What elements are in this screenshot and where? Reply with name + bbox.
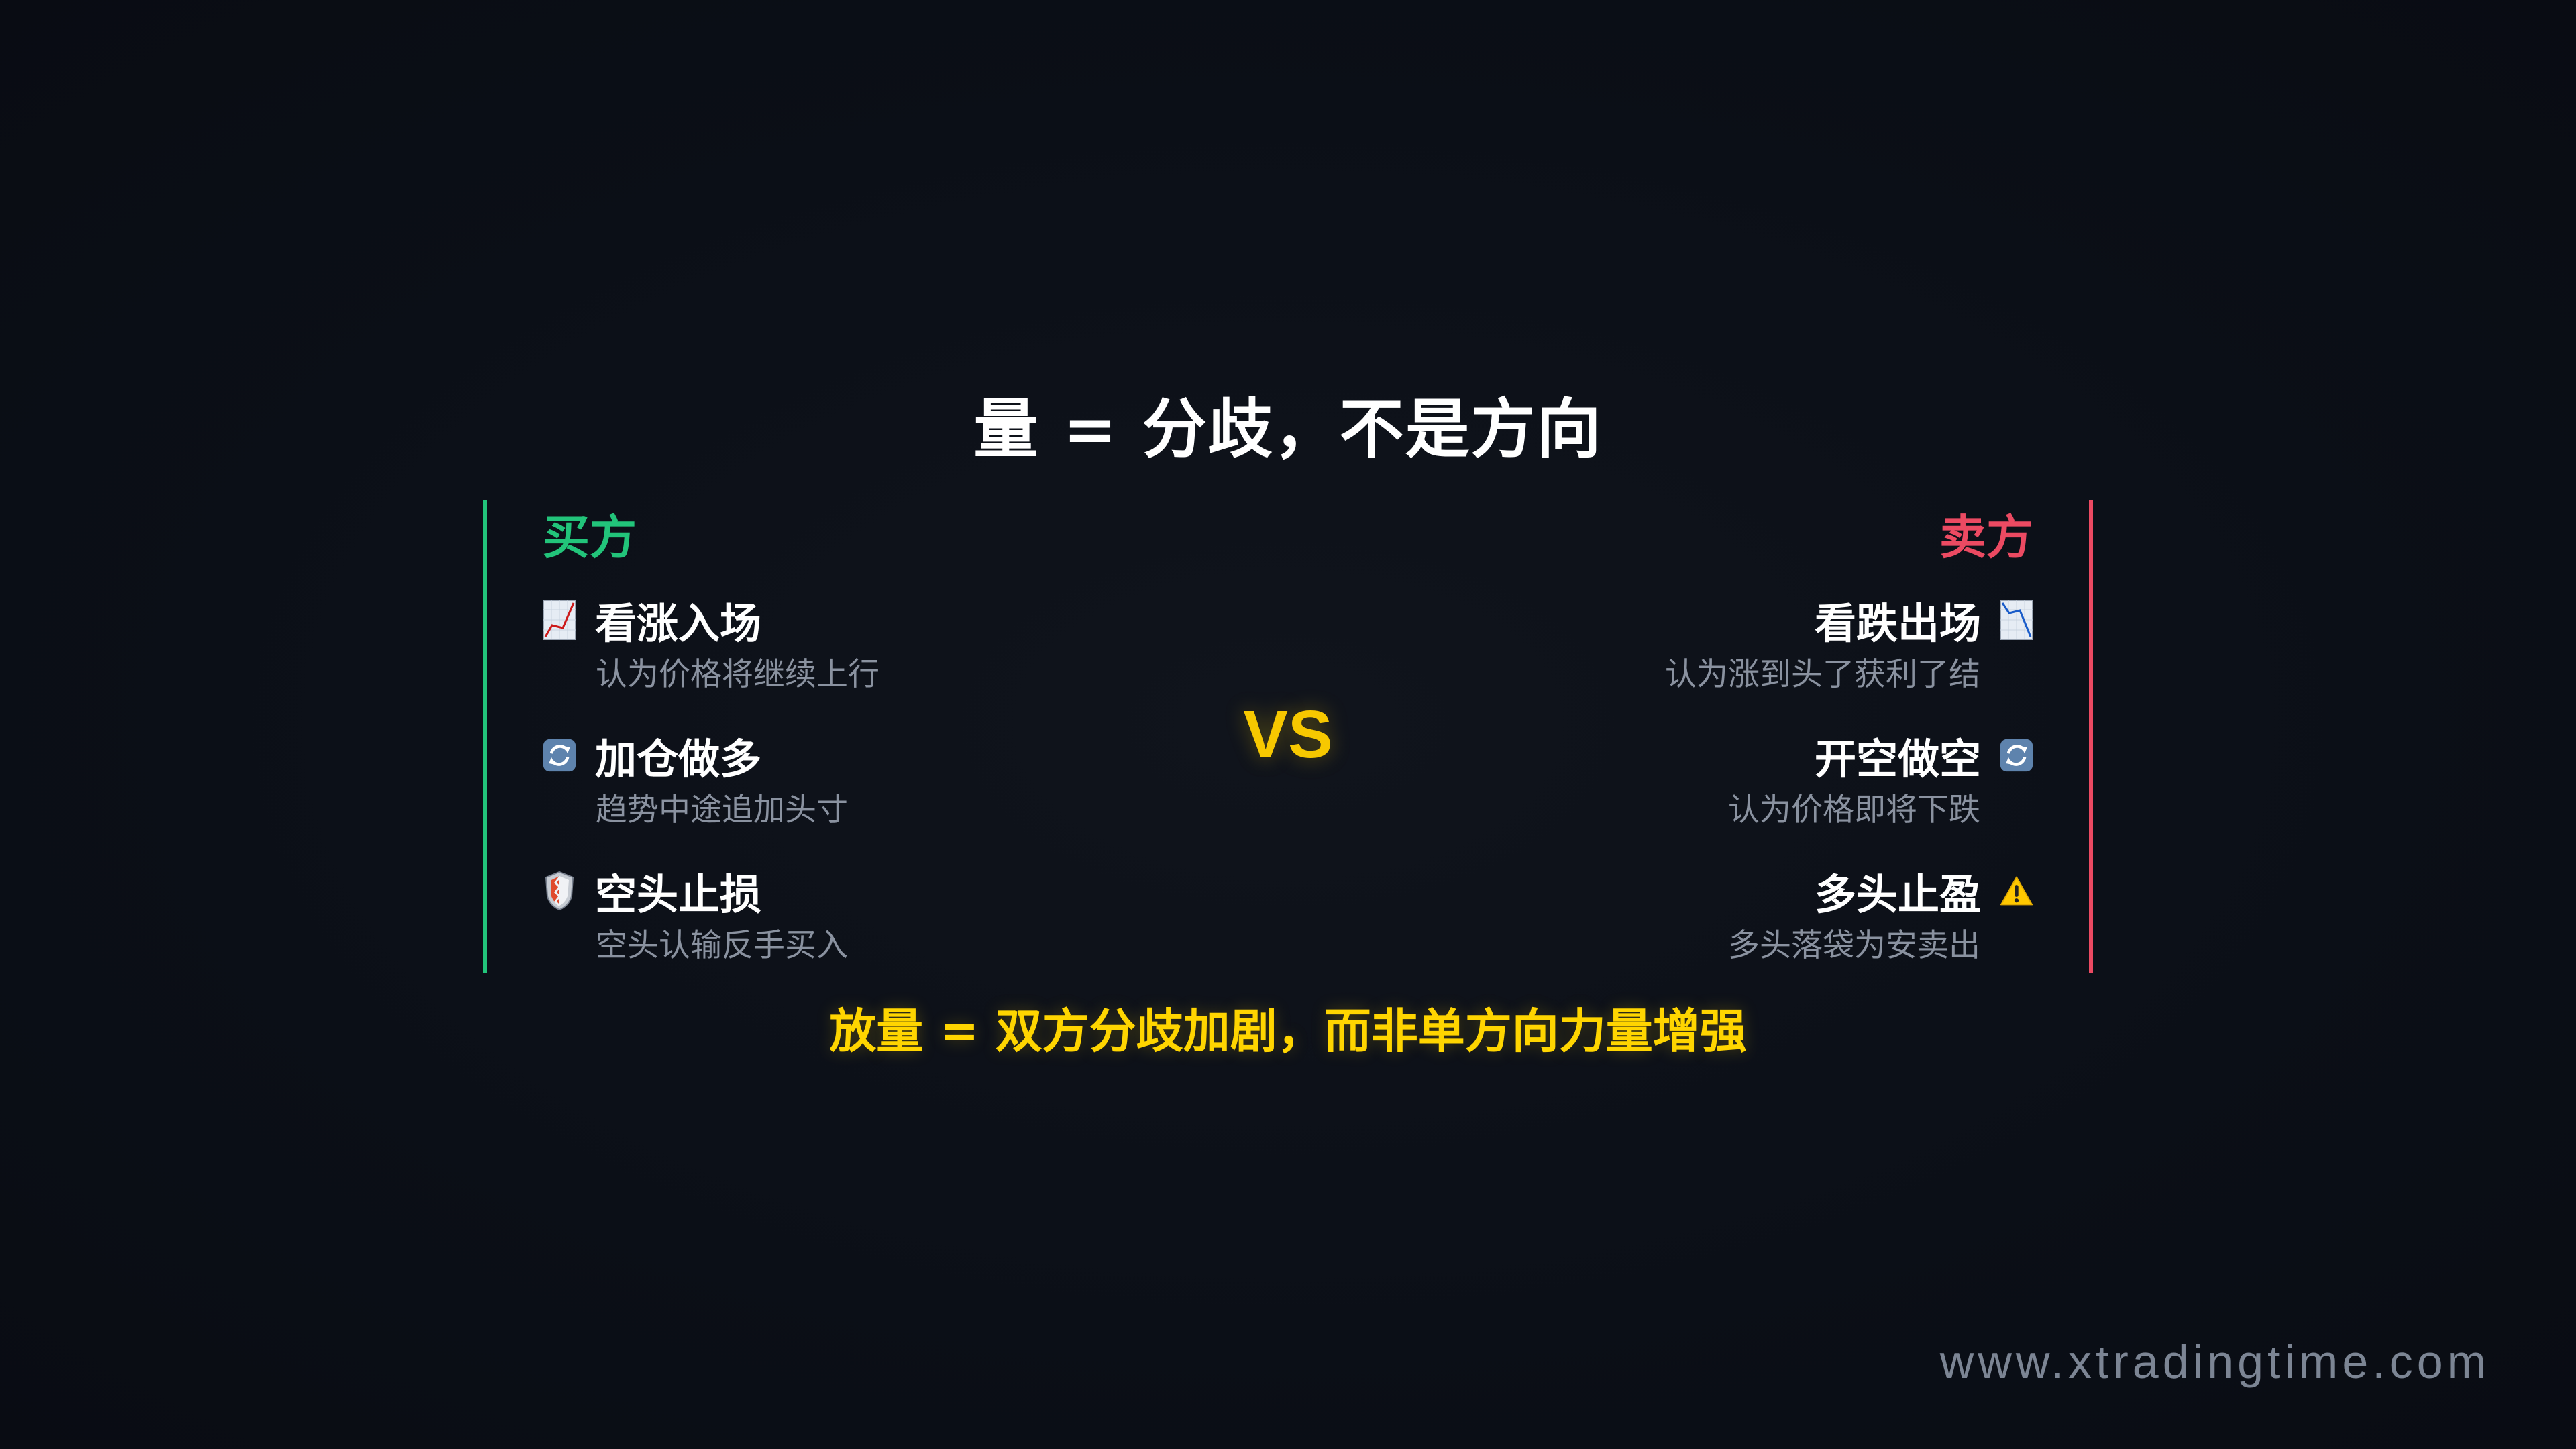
seller-item-title: 开空做空: [1814, 735, 1981, 784]
buyers-accent-line: [483, 500, 487, 973]
seller-item-desc: 认为价格即将下跌: [1728, 792, 1980, 828]
buyers-column: 买方 看涨入场 认为价格将继续上行 加仓做多 趋势中途追加头寸 空头止损 空头认…: [543, 500, 1214, 964]
buyer-item-desc: 趋势中途追加头寸: [596, 792, 848, 828]
sellers-accent-line: [2089, 500, 2093, 973]
buyer-item: 空头止损 空头认输反手买入: [543, 864, 1214, 966]
buyer-item-title: 空头止损: [595, 870, 762, 919]
buyer-item-title: 看涨入场: [595, 599, 762, 648]
refresh-arrows-icon: [2000, 735, 2033, 775]
buyer-item-desc: 认为价格将继续上行: [596, 656, 879, 693]
refresh-arrows-icon: [543, 735, 576, 775]
buyer-item: 看涨入场 认为价格将继续上行: [543, 593, 1214, 695]
seller-item: 多头止盈 多头落袋为安卖出: [1362, 864, 2033, 966]
buyer-item: 加仓做多 趋势中途追加头寸: [543, 729, 1214, 830]
buyer-item-desc: 空头认输反手买入: [596, 927, 848, 964]
seller-item-desc: 认为涨到头了获利了结: [1665, 656, 1980, 693]
sellers-column: 卖方 看跌出场 认为涨到头了获利了结 开空做空 认为价格即将下跌 多头止盈 多头…: [1362, 500, 2033, 964]
conclusion-text: 放量 = 双方分歧加剧，而非单方向力量增强: [829, 1004, 1747, 1059]
seller-item-title: 看跌出场: [1814, 599, 1981, 648]
seller-item: 看跌出场 认为涨到头了获利了结: [1362, 593, 2033, 695]
chart-decreasing-icon: [2000, 600, 2033, 640]
seller-item: 开空做空 认为价格即将下跌: [1362, 729, 2033, 830]
warning-icon: [2000, 871, 2033, 911]
page-title: 量 = 分歧，不是方向: [973, 392, 1603, 467]
buyers-heading: 买方: [543, 510, 637, 565]
shield-icon: [543, 871, 576, 911]
sellers-heading: 卖方: [1939, 510, 2033, 565]
seller-item-desc: 多头落袋为安卖出: [1728, 927, 1980, 964]
buyer-item-title: 加仓做多: [595, 735, 762, 784]
seller-item-title: 多头止盈: [1814, 870, 1981, 919]
watermark-url: www.xtradingtime.com: [1939, 1336, 2490, 1388]
versus-label: VS: [1243, 697, 1333, 772]
chart-increasing-icon: [543, 600, 576, 640]
